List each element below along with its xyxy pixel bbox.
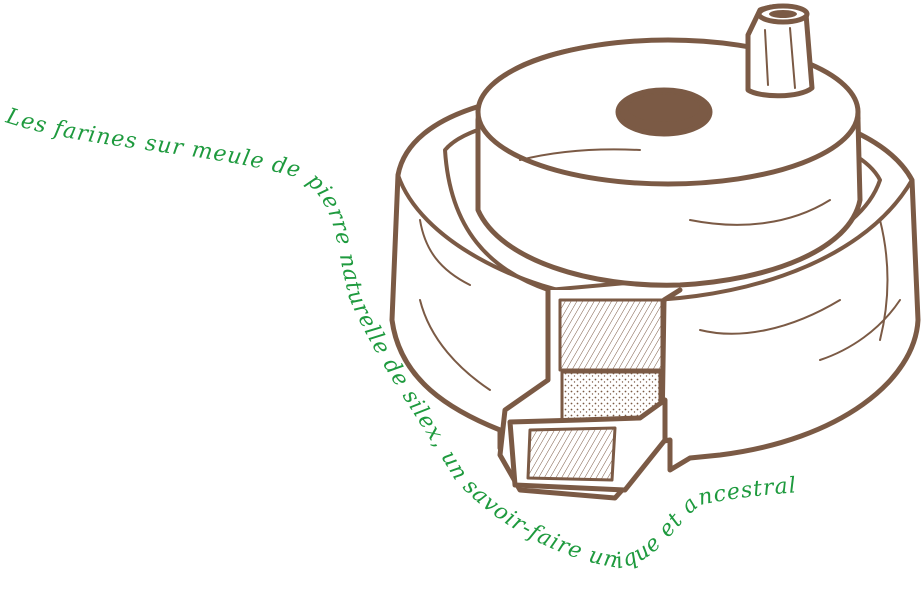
mill-drawing: [389, 3, 921, 501]
